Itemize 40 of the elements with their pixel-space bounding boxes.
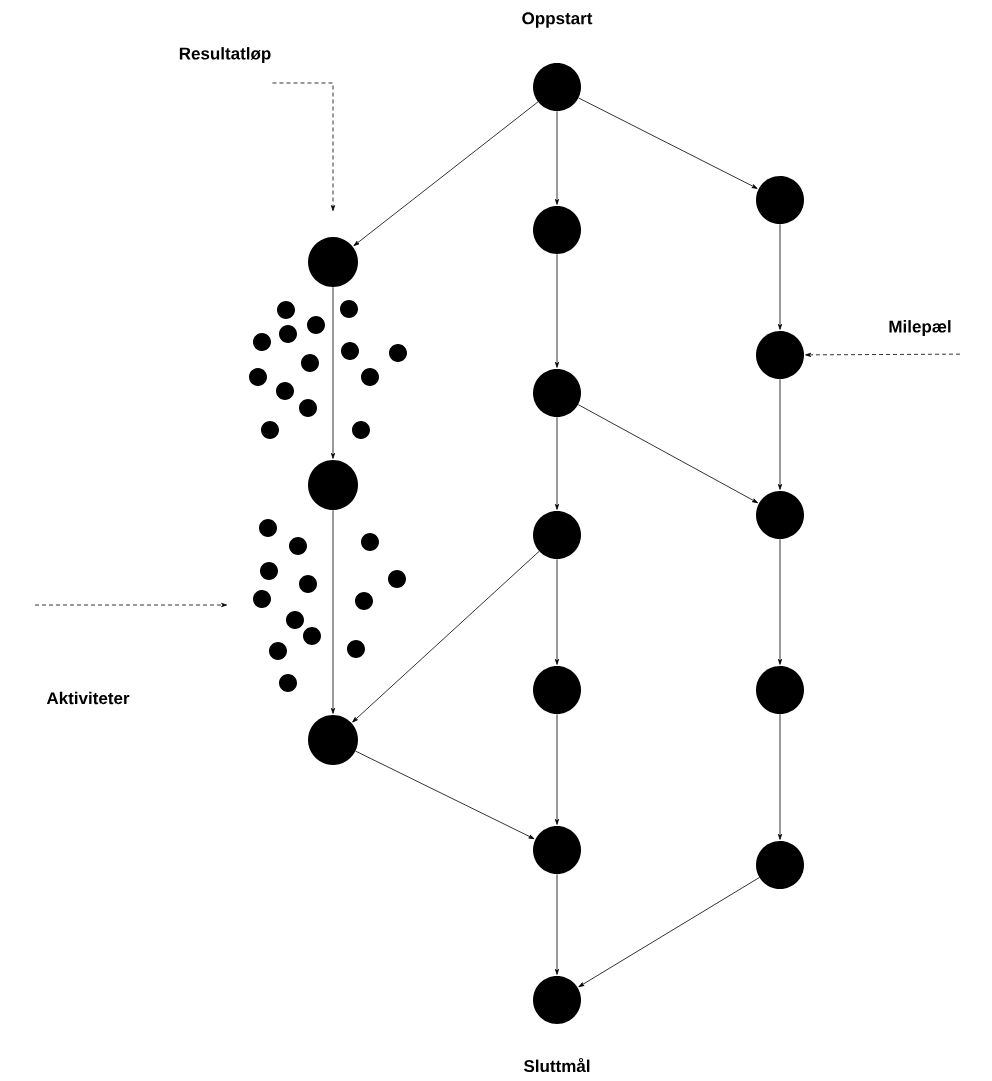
milestone-circle xyxy=(533,976,581,1024)
arrow xyxy=(554,558,560,665)
milestone-circle xyxy=(533,369,581,417)
arrow xyxy=(554,416,560,510)
arrow xyxy=(272,82,336,212)
milestone-circle xyxy=(533,666,581,714)
node-caption: Oppstart xyxy=(522,12,593,28)
milestone-circle xyxy=(533,206,581,254)
arrow xyxy=(777,223,783,330)
arrow xyxy=(805,352,961,357)
milestone-circle xyxy=(756,666,804,714)
arrow xyxy=(554,253,560,368)
arrow xyxy=(777,713,783,840)
milestone-circle xyxy=(533,63,581,111)
arrow xyxy=(554,873,560,975)
milestone-circle xyxy=(756,331,804,379)
arrow xyxy=(352,550,540,723)
arrow xyxy=(353,101,539,247)
arrow xyxy=(554,110,560,205)
milestone-circle xyxy=(756,841,804,889)
milestone-circle xyxy=(533,511,581,559)
node-caption: Sluttmål xyxy=(523,1057,590,1073)
label-text: Milepæl xyxy=(889,320,951,336)
label-text: Resultatløp xyxy=(179,47,271,63)
milestone-circle xyxy=(308,460,358,510)
arrow xyxy=(330,286,336,459)
milestone-circle xyxy=(308,237,358,287)
arrow xyxy=(578,877,760,988)
label-text: Aktiviteter xyxy=(46,691,130,705)
arrow xyxy=(554,713,560,825)
arrow xyxy=(577,404,758,504)
arrow xyxy=(777,378,783,490)
arrow xyxy=(330,509,336,714)
arrow xyxy=(355,750,535,840)
milestone-circle xyxy=(308,715,358,765)
milestone-circle xyxy=(756,176,804,224)
milestone-circle xyxy=(756,491,804,539)
arrow xyxy=(777,538,783,665)
milestone-circle xyxy=(533,826,581,874)
arrow xyxy=(578,97,758,189)
